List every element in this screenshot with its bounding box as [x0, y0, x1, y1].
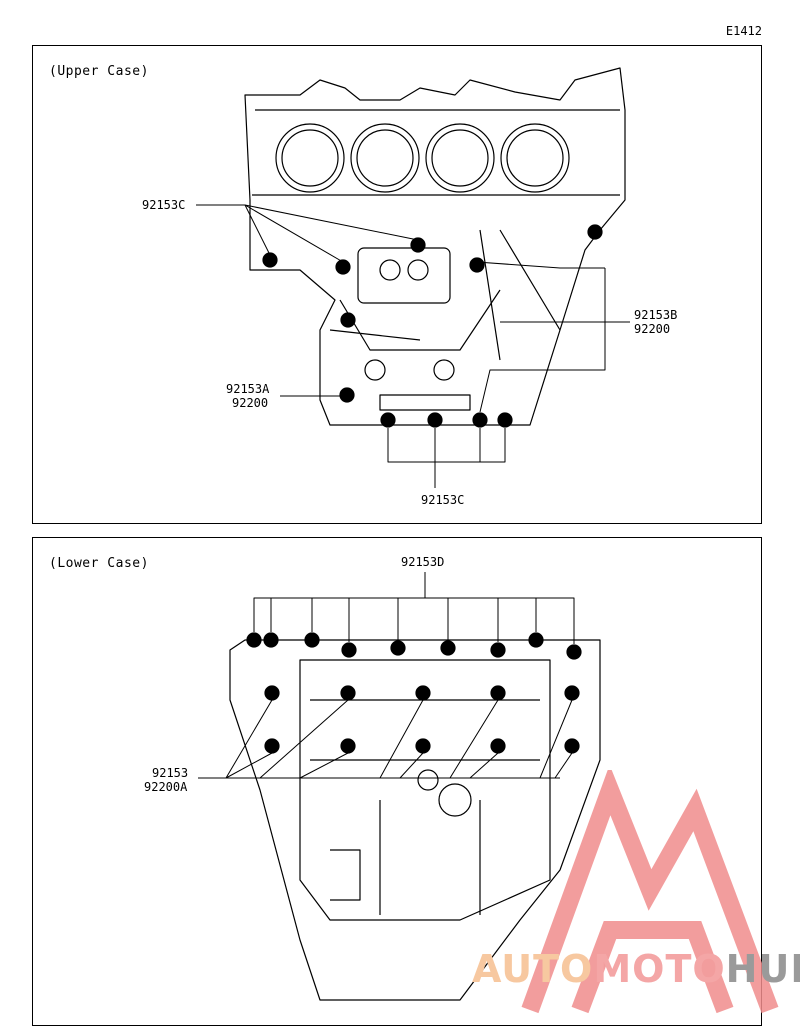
lower-leaders	[198, 572, 575, 779]
lower-case-panel: (Lower Case)	[32, 537, 762, 1026]
label-92153: 92153	[152, 766, 189, 780]
label-92200-a: 92200	[232, 396, 269, 410]
upper-bolts	[262, 224, 603, 428]
label-92153b: 92153B	[634, 308, 678, 322]
watermark-hub: HUB	[725, 947, 800, 991]
label-92153a: 92153A	[226, 382, 270, 396]
figure-code: E1412	[725, 24, 762, 38]
label-92200a: 92200A	[144, 780, 188, 794]
upper-case-title: (Upper Case)	[49, 64, 149, 79]
upper-case-panel: (Upper Case)	[32, 45, 762, 524]
lower-case-title: (Lower Case)	[49, 556, 149, 571]
label-92153d: 92153D	[401, 555, 445, 569]
watermark-text: AUTOMOTOHUB	[472, 947, 800, 991]
upper-crankcase-outline	[244, 67, 626, 426]
watermark-auto: AUTO	[472, 947, 594, 991]
label-92153c-top: 92153C	[142, 198, 186, 212]
upper-leaders	[196, 204, 630, 488]
label-92200-b: 92200	[634, 322, 671, 336]
watermark-logo	[521, 770, 779, 1014]
label-92153c-bottom: 92153C	[421, 493, 465, 507]
watermark-moto: MOTO	[593, 947, 726, 991]
lower-bolts	[246, 632, 582, 754]
